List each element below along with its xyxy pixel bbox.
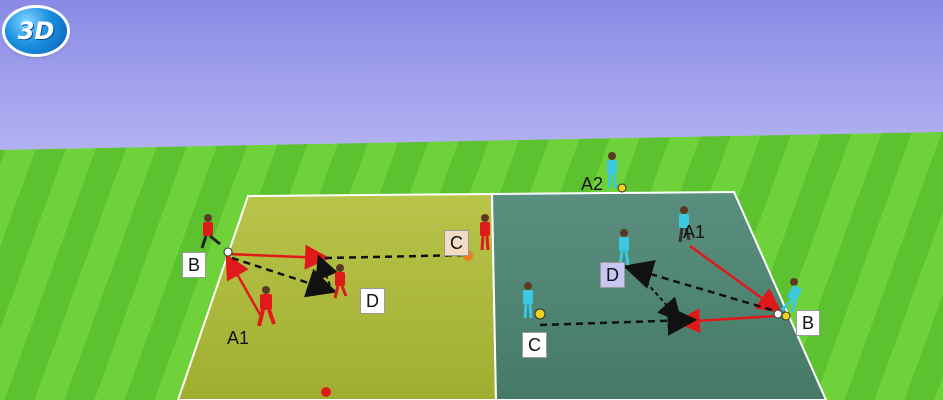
label-blue-b: B xyxy=(796,310,821,336)
sky xyxy=(0,0,943,150)
blue-run-d-down xyxy=(645,281,682,323)
ball-icon xyxy=(773,309,783,319)
label-blue-d: D xyxy=(600,262,625,288)
red-player-bottom xyxy=(321,387,331,397)
red-pass-a1-to-b xyxy=(225,253,264,319)
3d-view-label: 3D xyxy=(17,17,55,45)
red-run-d-up xyxy=(315,254,338,286)
label-blue-c: C xyxy=(522,332,547,358)
red-player-b xyxy=(200,214,233,257)
blue-player-b xyxy=(773,278,802,321)
blue-player-a2 xyxy=(607,152,627,193)
label-red-a1: A1 xyxy=(227,328,250,348)
red-player-d xyxy=(333,264,348,299)
ball-icon xyxy=(223,247,233,257)
blue-player-c xyxy=(523,282,546,320)
red-run-b-to-d xyxy=(231,256,338,298)
label-red-d: D xyxy=(360,288,385,314)
label-red-b: B xyxy=(182,252,207,278)
red-player-c xyxy=(480,214,490,251)
red-player-a1 xyxy=(257,286,276,327)
ball-icon xyxy=(617,183,627,193)
label-blue-a1: A1 xyxy=(683,222,706,242)
red-pass-b-to-d xyxy=(227,244,330,270)
ball-icon xyxy=(534,308,546,320)
3d-view-icon[interactable]: 3D xyxy=(5,8,67,54)
label-red-c: C xyxy=(444,230,469,256)
right-zone xyxy=(490,190,828,400)
blue-player-a1 xyxy=(678,206,691,243)
ball-icon xyxy=(781,311,791,321)
blue-run-b-to-d xyxy=(622,259,773,312)
label-blue-a2: A2 xyxy=(581,174,604,194)
blue-pass-a1-to-b xyxy=(689,244,783,313)
